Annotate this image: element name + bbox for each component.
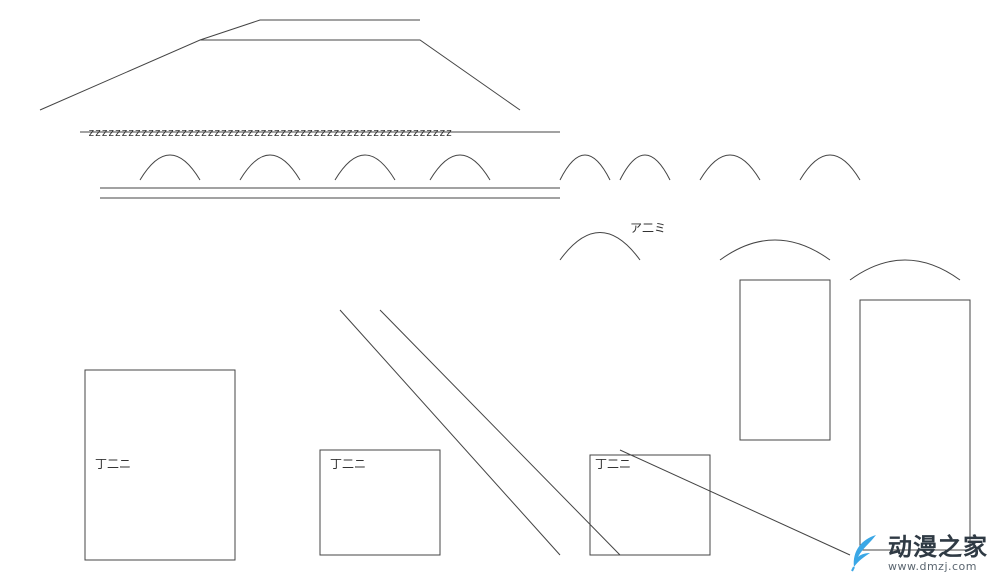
center-right-hatch [739, 279, 831, 441]
label-ja-4: 丁二ニ [595, 457, 631, 471]
lower-arch-3 [849, 259, 961, 281]
ramp-line-3 [619, 449, 851, 556]
site-watermark: 动漫之家 www.dmzj.com [848, 533, 988, 573]
watermark-title: 动漫之家 [888, 532, 988, 561]
mid-structure [319, 449, 441, 556]
arch-8 [799, 154, 861, 181]
roof-outline [39, 39, 521, 111]
label-ja-3: 丁二ニ [330, 457, 366, 471]
arch-3 [334, 154, 396, 181]
label-ja-1: ア二ミ [630, 221, 666, 235]
arch-5 [559, 154, 611, 181]
arch-1 [139, 154, 201, 181]
left-structure [84, 369, 236, 561]
label-ja-2: 丁二ニ [95, 457, 131, 471]
lower-arch-1 [559, 232, 641, 261]
arch-2 [239, 154, 301, 181]
right-hatch [859, 299, 971, 551]
arch-7 [699, 154, 761, 181]
lower-arch-2 [719, 239, 831, 261]
right-structure [589, 454, 711, 556]
feather-logo-icon [851, 535, 876, 572]
zigzag-line: zzzzzzzzzzzzzzzzzzzzzzzzzzzzzzzzzzzzzzzz… [88, 126, 452, 139]
ramp-line-2 [339, 309, 561, 556]
watermark-url: www.dmzj.com [888, 559, 977, 573]
roof-top [199, 19, 420, 41]
ramp-line-1 [379, 309, 621, 556]
arch-6 [619, 154, 671, 181]
arch-4 [429, 154, 491, 181]
